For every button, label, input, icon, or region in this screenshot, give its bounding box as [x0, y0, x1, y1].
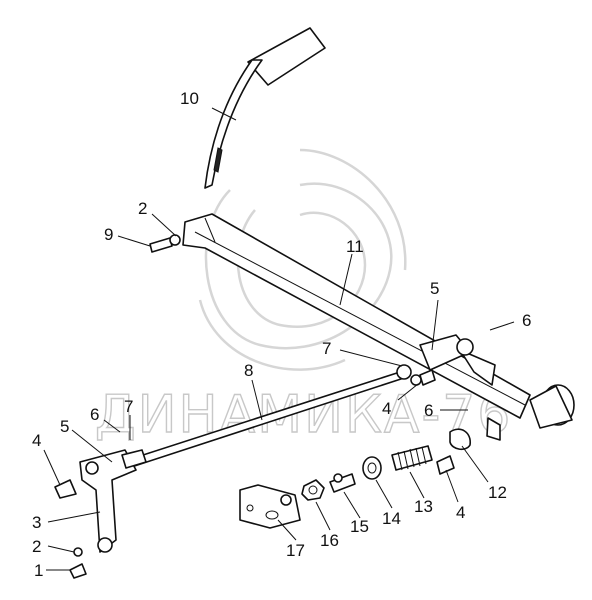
washer [362, 456, 382, 480]
fasteners [54, 234, 455, 579]
callout-4-left: 4 [32, 431, 41, 450]
callout-13: 13 [414, 497, 433, 516]
callout-8: 8 [244, 361, 253, 380]
callout-1: 1 [34, 561, 43, 580]
callout-17: 17 [286, 541, 305, 560]
callout-12: 12 [488, 483, 507, 502]
callout-6-middle: 6 [424, 401, 433, 420]
callout-4-middle: 4 [382, 399, 391, 418]
leader-lines [43, 107, 515, 571]
callout-5-upper: 5 [430, 279, 439, 298]
callout-7-upper: 7 [322, 339, 331, 358]
main-shaft [182, 213, 531, 419]
callout-16: 16 [320, 531, 339, 550]
callout-15: 15 [350, 517, 369, 536]
callout-11: 11 [346, 237, 364, 256]
watermark-text: ДИНАМИКА-76 [95, 385, 512, 445]
washer-hole [367, 462, 377, 474]
callout-10: 10 [180, 89, 199, 108]
spring [391, 445, 433, 471]
tube-end [449, 384, 575, 451]
callout-6-upper: 6 [522, 311, 531, 330]
callout-6-lower: 6 [90, 405, 99, 424]
callout-2-upper: 2 [138, 199, 147, 218]
stud [329, 473, 356, 493]
callout-7-lower: 7 [124, 397, 133, 416]
callout-9: 9 [104, 225, 113, 244]
lower-lever [79, 449, 147, 553]
callout-2-lower: 2 [32, 537, 41, 556]
pedal-lever [204, 27, 326, 189]
callout-14: 14 [382, 509, 401, 528]
callout-labels: 10 2 9 11 5 6 7 8 4 6 5 6 7 4 3 2 1 12 1… [32, 89, 531, 580]
watermark-logo [198, 148, 407, 371]
nut [301, 479, 325, 501]
callout-4-right: 4 [456, 503, 465, 522]
callout-5-lower: 5 [60, 417, 69, 436]
bracket-plate [239, 484, 301, 529]
callout-3: 3 [32, 513, 41, 532]
